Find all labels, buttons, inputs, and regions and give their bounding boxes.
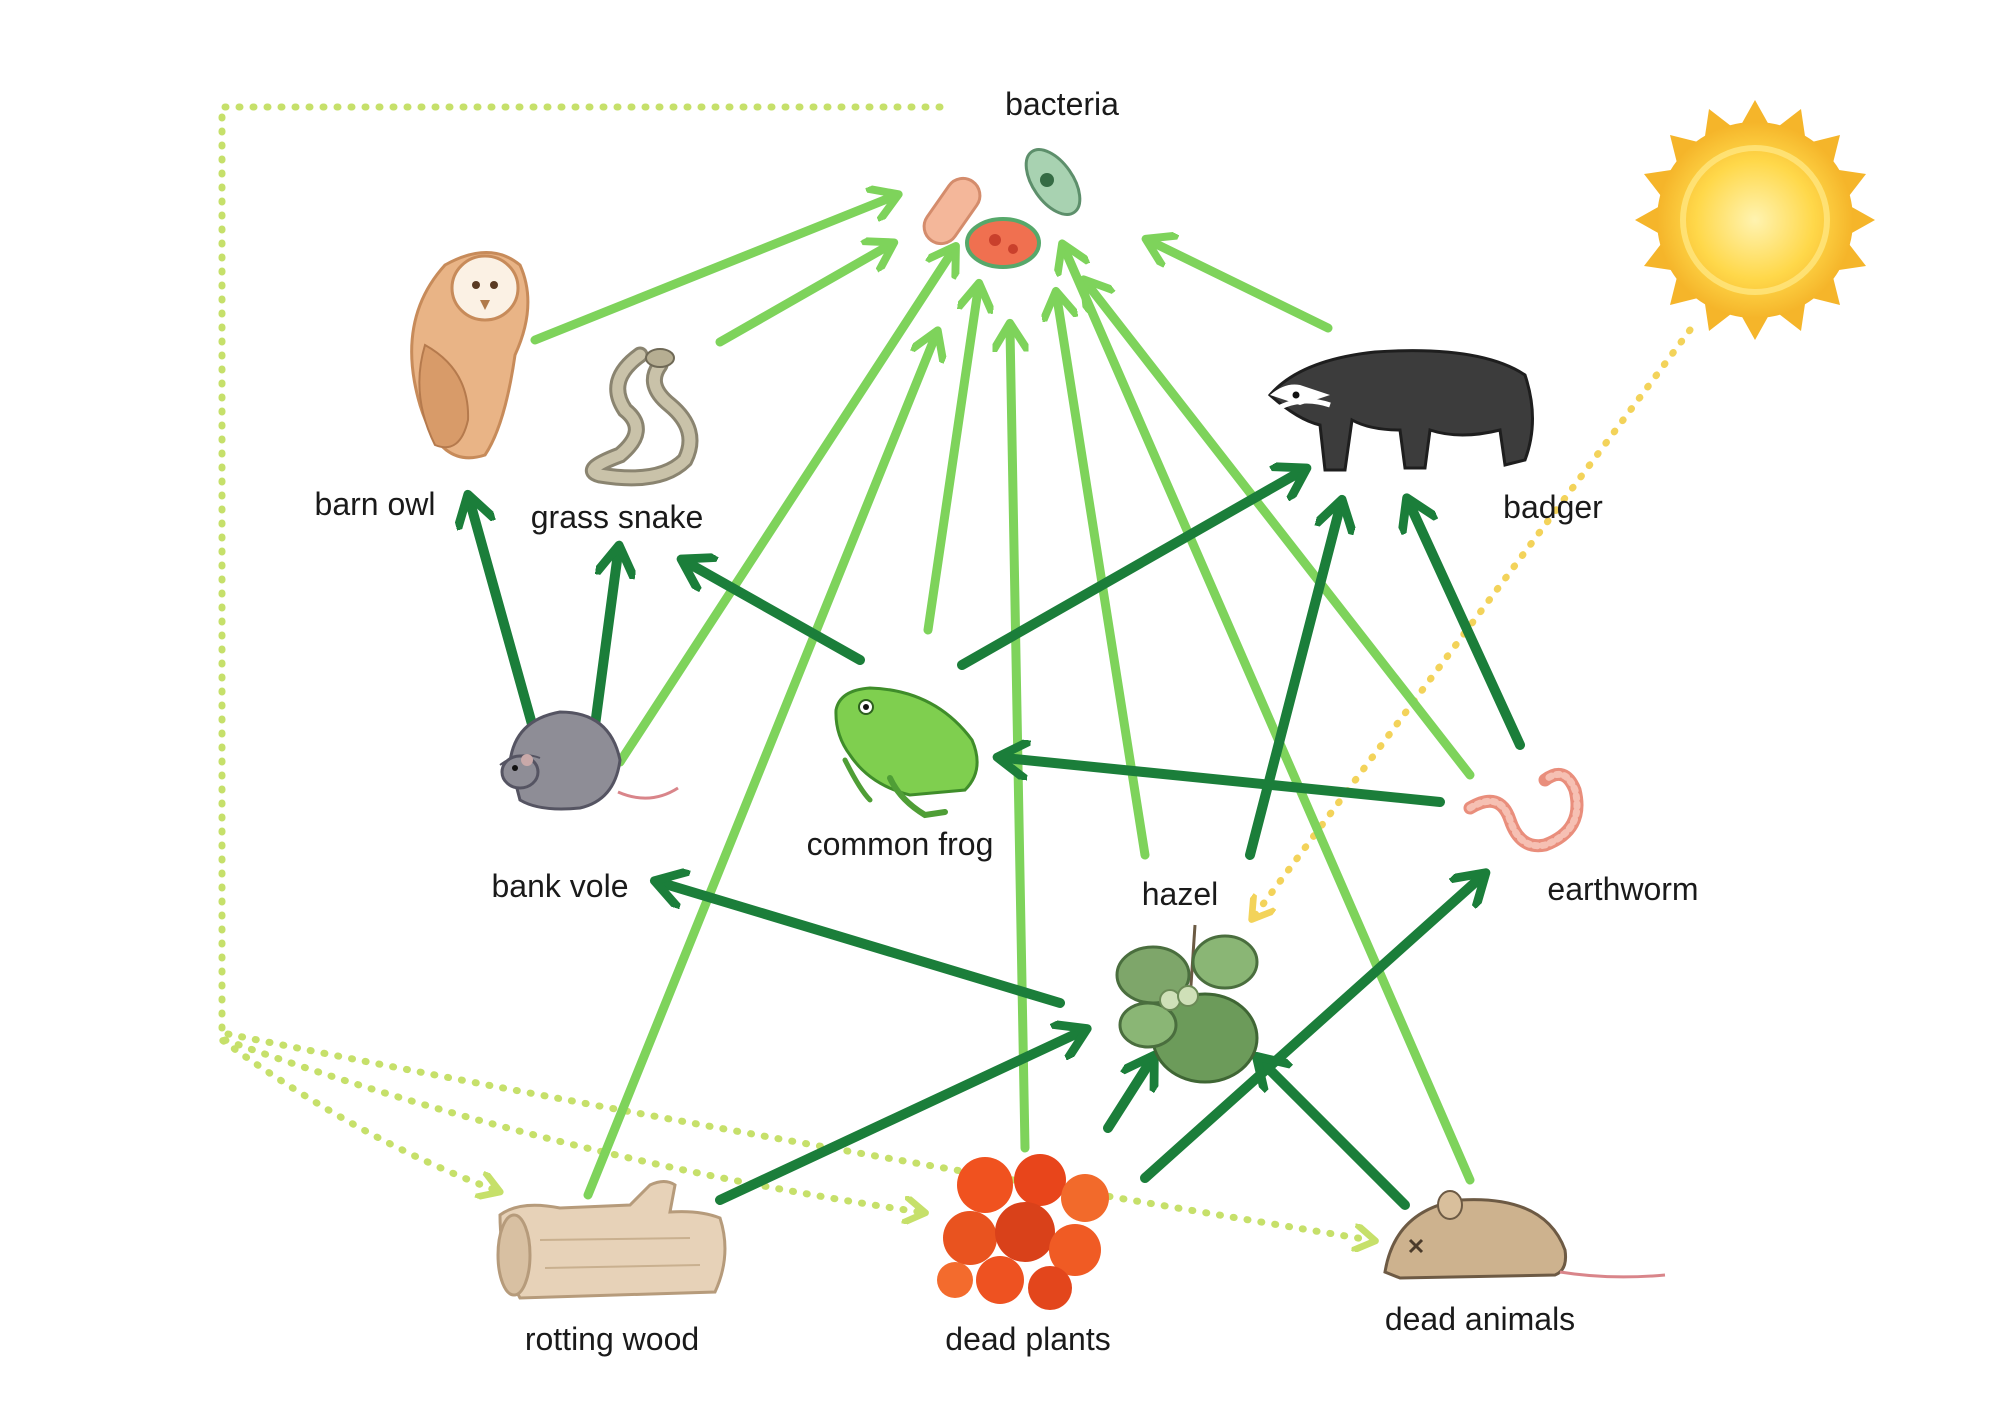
label-grass-snake: grass snake (531, 499, 704, 535)
nutrient-arrow-to-dead-animals (224, 1030, 1370, 1240)
dead-animals-icon (1383, 1190, 1666, 1280)
arrow-hazel-to-bacteria (1057, 298, 1150, 860)
dead-plants-icon (937, 1154, 1109, 1310)
grass-snake-icon (584, 346, 699, 487)
arrow-barn-owl-to-bacteria (530, 197, 892, 345)
label-common-frog: common frog (807, 826, 994, 862)
barn-owl-icon (410, 251, 530, 460)
sunlight-arrow-to-hazel (1255, 326, 1694, 915)
arrow-common-frog-to-bacteria (923, 290, 978, 635)
arrow-rotting-wood-to-hazel (715, 1032, 1080, 1205)
nutrient-cycle-arrows (218, 103, 1694, 1240)
bacteria-icon (922, 148, 1082, 269)
label-badger: badger (1503, 489, 1603, 525)
label-hazel: hazel (1142, 876, 1219, 912)
arrow-earthworm-to-common-frog (1005, 758, 1445, 807)
arrow-dead-animals-to-bacteria (1065, 250, 1475, 1185)
label-rotting-wood: rotting wood (525, 1321, 699, 1357)
arrow-common-frog-to-badger (957, 472, 1300, 670)
arrow-common-frog-to-grass-snake (688, 563, 865, 665)
nutrient-arrow-to-rotting-wood (218, 103, 944, 1190)
label-barn-owl: barn owl (315, 486, 436, 522)
arrow-dead-plants-to-bacteria (1010, 330, 1030, 1153)
arrow-earthworm-to-bacteria (1088, 285, 1475, 780)
arrow-dead-plants-to-earthworm (1140, 878, 1480, 1183)
arrow-badger-to-bacteria (1152, 242, 1333, 333)
decomposition-arrows (530, 197, 1475, 1200)
arrow-bank-vole-to-barn-owl (470, 502, 540, 740)
arrow-hazel-to-bank-vole (662, 883, 1065, 1008)
label-earthworm: earthworm (1547, 871, 1698, 907)
arrow-grass-snake-to-bacteria (715, 246, 888, 347)
nutrient-arrow-to-dead-plants (221, 1036, 920, 1212)
rotting-wood-icon (496, 1180, 727, 1300)
bank-vole-icon (499, 710, 679, 811)
arrow-bank-vole-to-bacteria (615, 252, 952, 767)
label-dead-plants: dead plants (945, 1321, 1110, 1357)
badger-icon (1267, 349, 1534, 472)
feeding-arrows (470, 472, 1525, 1210)
label-dead-animals: dead animals (1385, 1301, 1575, 1337)
earthworm-icon (1463, 767, 1584, 853)
sun-icon (1635, 100, 1875, 340)
label-bacteria: bacteria (1005, 86, 1119, 122)
arrow-rotting-wood-to-bacteria (583, 337, 935, 1200)
label-bank-vole: bank vole (492, 868, 629, 904)
arrow-dead-animals-to-hazel (1262, 1062, 1410, 1210)
arrow-earthworm-to-badger (1410, 505, 1525, 750)
arrow-dead-plants-to-hazel (1103, 1062, 1150, 1133)
arrow-hazel-to-badger (1245, 507, 1340, 860)
hazel-icon (1115, 924, 1259, 1084)
common-frog-icon (834, 686, 979, 819)
